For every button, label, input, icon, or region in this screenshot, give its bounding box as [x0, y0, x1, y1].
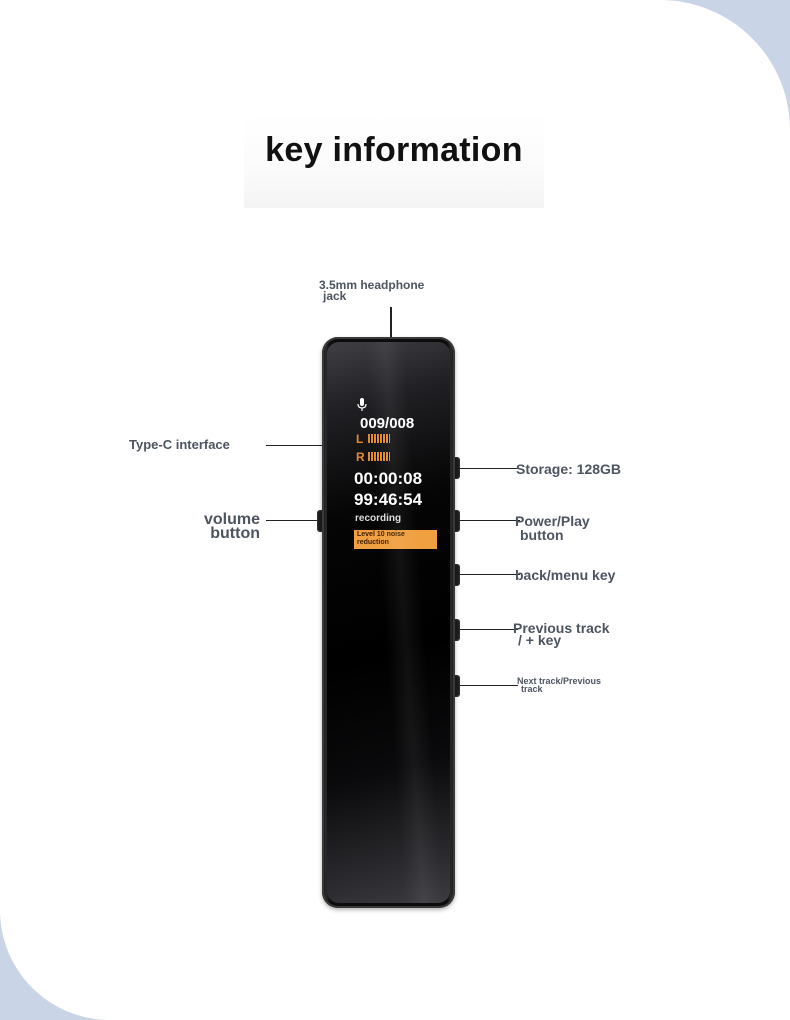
right-level-meter [368, 452, 390, 461]
noise-badge-line1: Level 10 noise [357, 531, 405, 538]
label-headphone-line1: 3.5mm headphone [319, 278, 425, 292]
label-volume-line2: button [210, 525, 260, 542]
label-previous-line2: / + key [518, 632, 562, 648]
leader-line-back [458, 574, 520, 575]
label-power-line1: Power/Play [515, 513, 590, 529]
device-screen: 009/008 L R 00:00:08 99:46:54 recording … [327, 342, 450, 903]
label-typec: Type-C interface [129, 437, 230, 452]
left-level-meter [368, 434, 390, 443]
label-volume-line1: volume [203, 511, 260, 528]
noise-reduction-badge: Level 10 noise reduction [354, 530, 437, 549]
leader-line-headphone [390, 307, 392, 338]
left-channel-label: L [356, 432, 364, 446]
leader-line-power [458, 520, 520, 521]
label-next-line2: track [521, 684, 543, 694]
elapsed-time: 00:00:08 [354, 469, 423, 488]
status-text: recording [355, 513, 402, 524]
label-storage: Storage: 128GB [516, 461, 622, 477]
leader-line-volume [266, 520, 320, 521]
page-title: key information [244, 112, 544, 208]
label-previous: Previous track / + key [513, 620, 610, 648]
remaining-time: 99:46:54 [354, 490, 423, 509]
leader-line-previous [458, 629, 518, 630]
noise-badge-line2: reduction [357, 539, 389, 546]
leader-line-typec [266, 445, 322, 446]
label-power-line2: button [520, 527, 564, 543]
leader-line-storage [458, 468, 520, 469]
microphone-icon [357, 398, 367, 411]
storage-button[interactable] [452, 457, 460, 479]
leader-line-next [458, 685, 518, 686]
label-next-line1: Next track/Previous [517, 676, 602, 686]
previous-track-button[interactable] [452, 619, 460, 641]
power-play-button[interactable] [452, 510, 460, 532]
label-power: Power/Play button [515, 514, 590, 542]
label-back: back/menu key [515, 567, 616, 583]
label-headphone-jack: 3.5mm headphone jack [319, 278, 425, 303]
next-track-button[interactable] [452, 675, 460, 697]
file-counter: 009/008 [360, 415, 415, 432]
voice-recorder-device: 009/008 L R 00:00:08 99:46:54 recording … [322, 337, 455, 908]
volume-button[interactable] [317, 510, 325, 532]
right-channel-label: R [356, 450, 365, 464]
label-volume: volume button [190, 511, 260, 542]
label-previous-line1: Previous track [513, 620, 610, 636]
label-next: Next track/Previous track [517, 676, 602, 694]
back-menu-button[interactable] [452, 564, 460, 586]
label-headphone-line2: jack [323, 289, 347, 303]
